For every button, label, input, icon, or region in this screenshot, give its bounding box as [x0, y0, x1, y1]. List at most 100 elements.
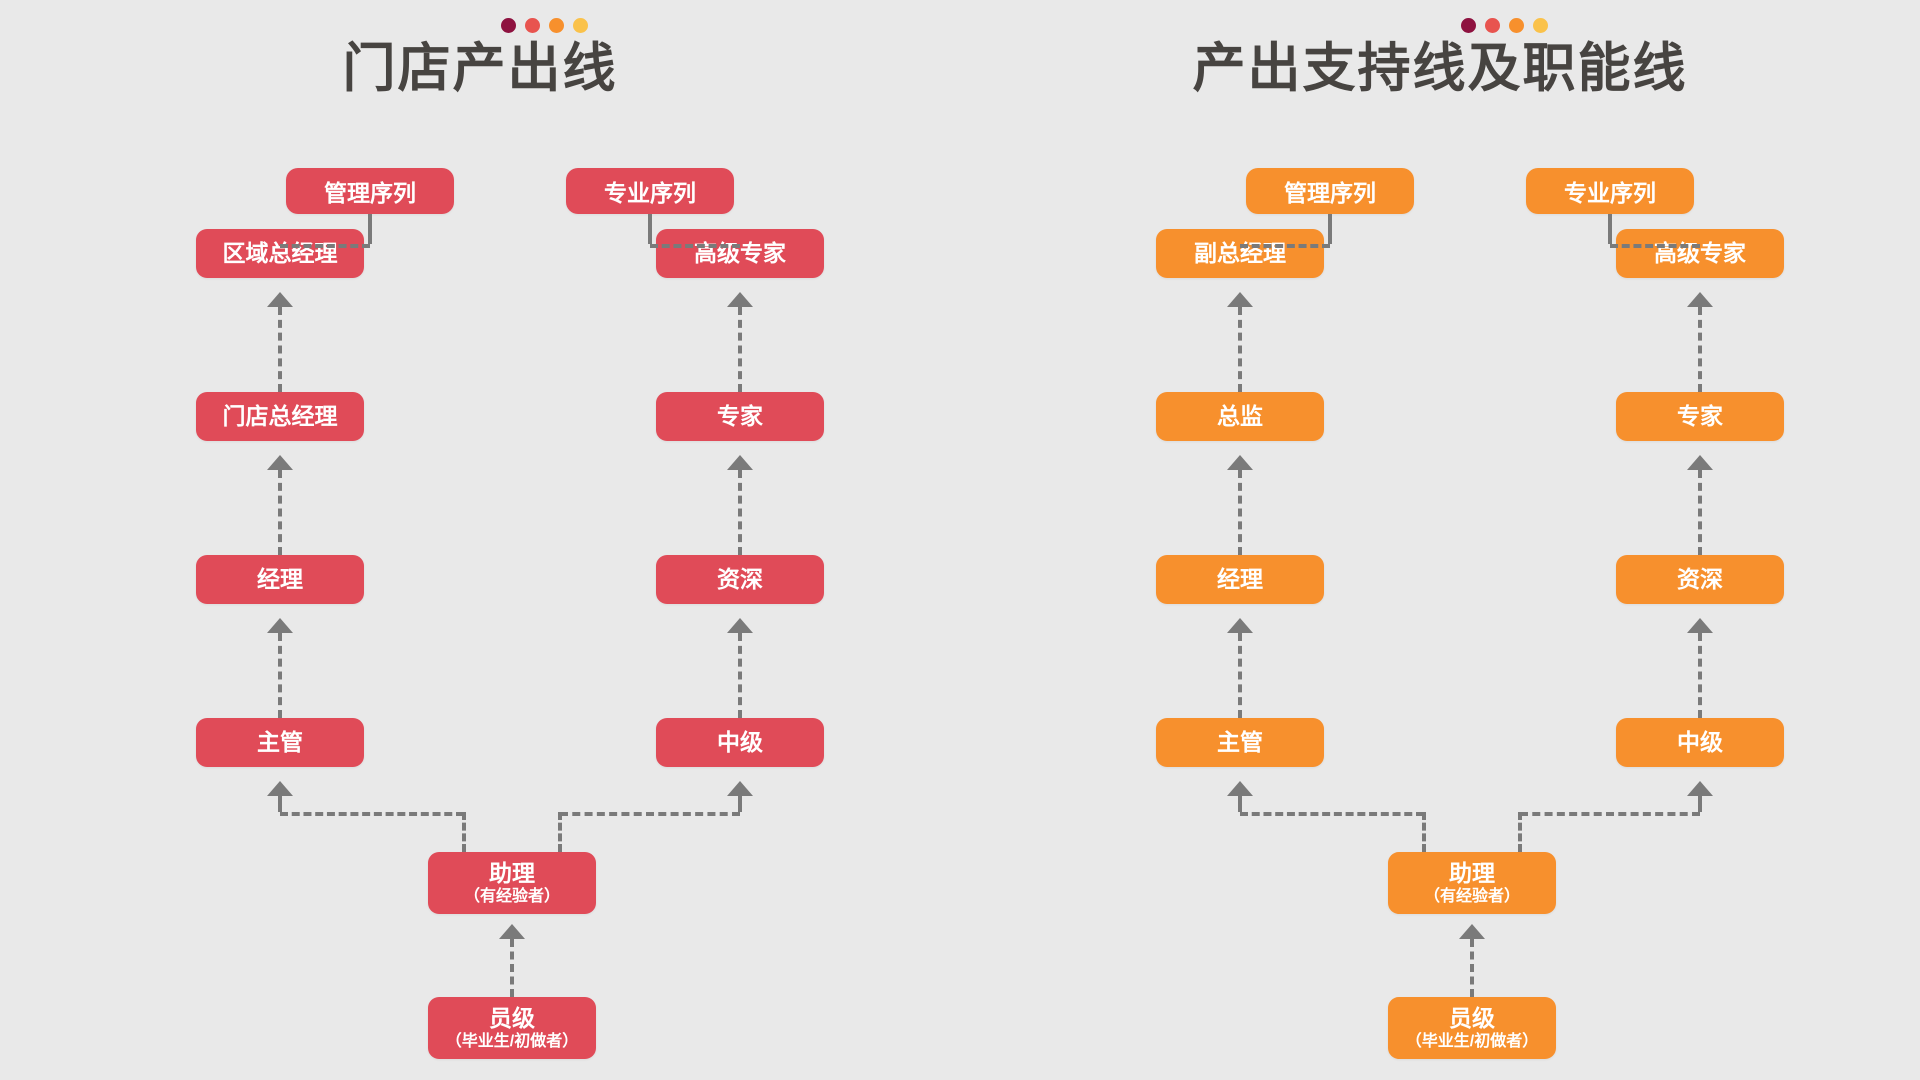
branch-h-professional	[1520, 812, 1700, 816]
arrow-up-management_ladder-2	[267, 618, 293, 633]
node-management_ladder-经理[interactable]: 经理	[1156, 555, 1324, 604]
node-common-员级[interactable]: 员级（毕业生/初做者）	[1388, 997, 1556, 1059]
decorative-dot-2	[524, 18, 540, 33]
connector-management_ladder-0	[1238, 307, 1242, 392]
connector-professional_ladder-1	[1698, 470, 1702, 555]
elbow-h-management	[1240, 244, 1330, 248]
connector-management_ladder-1	[278, 470, 282, 555]
branch-stub-left	[1422, 812, 1426, 852]
connector-management_ladder-2	[1238, 633, 1242, 718]
pill-stub-management	[1328, 214, 1332, 228]
node-professional_ladder-资深[interactable]: 资深	[656, 555, 824, 604]
decorative-dot-4	[1532, 18, 1548, 33]
node-professional_ladder-中级[interactable]: 中级	[656, 718, 824, 767]
node-common-助理[interactable]: 助理（有经验者）	[1388, 852, 1556, 914]
node-management_ladder-副总经理[interactable]: 副总经理	[1156, 229, 1324, 278]
node-sublabel: （有经验者）	[1423, 888, 1520, 906]
connector-management_ladder-0	[278, 307, 282, 392]
arrow-up-professional_ladder-2	[1687, 618, 1713, 633]
elbow-h-professional	[650, 244, 740, 248]
node-label: 助理	[489, 859, 535, 886]
pill-stub-management	[368, 214, 372, 228]
elbow-v-management	[1328, 228, 1332, 244]
node-sublabel: （有经验者）	[463, 888, 560, 906]
arrow-up-management_ladder-3	[1227, 781, 1253, 796]
connector-common	[1470, 939, 1474, 997]
panel-store-output-line: 门店产出线管理序列 专业序列区域总经理门店总经理经理主管 高级专家专家资深中级助理 （…	[0, 18, 960, 1059]
node-professional_ladder-中级[interactable]: 中级	[1616, 718, 1784, 767]
sequence-pill-professional[interactable]: 专业序列	[1526, 168, 1694, 214]
pill-stub-professional	[1608, 214, 1612, 228]
elbow-v-management	[368, 228, 372, 244]
branch-riser-management	[1238, 796, 1242, 812]
title-dots	[500, 18, 588, 33]
node-management_ladder-门店总经理[interactable]: 门店总经理	[196, 392, 364, 441]
sequence-pill-management[interactable]: 管理序列	[286, 168, 454, 214]
arrow-up-professional_ladder-1	[727, 455, 753, 470]
node-management_ladder-经理[interactable]: 经理	[196, 555, 364, 604]
elbow-v-professional	[1608, 228, 1612, 244]
arrow-up-common	[1459, 924, 1485, 939]
connector-professional_ladder-2	[1698, 633, 1702, 718]
arrow-up-professional_ladder-3	[727, 781, 753, 796]
arrow-up-common	[499, 924, 525, 939]
arrow-up-professional_ladder-0	[1687, 292, 1713, 307]
arrow-up-professional_ladder-3	[1687, 781, 1713, 796]
panel-title: 门店产出线	[342, 38, 618, 99]
decorative-dot-2	[1484, 18, 1500, 33]
branch-stub-left	[462, 812, 466, 852]
node-label: 员级	[1449, 1004, 1495, 1031]
node-label: 主管	[1217, 729, 1263, 756]
sequence-pill-management[interactable]: 管理序列	[1246, 168, 1414, 214]
node-label: 主管	[257, 729, 303, 756]
branch-h-professional	[560, 812, 740, 816]
title-dots	[1460, 18, 1548, 33]
connector-management_ladder-2	[278, 633, 282, 718]
pill-stub-professional	[648, 214, 652, 228]
elbow-h-professional	[1610, 244, 1700, 248]
decorative-dot-1	[500, 18, 516, 33]
node-label: 经理	[1217, 566, 1263, 593]
panel-support-and-function-line: 产出支持线及职能线管理序列 专业序列副总经理总监经理主管 高级专家专家资深中级助理（…	[960, 0, 1920, 1080]
connector-professional_ladder-1	[738, 470, 742, 555]
sequence-pill-professional[interactable]: 专业序列	[566, 168, 734, 214]
branch-riser-professional	[738, 796, 742, 812]
arrow-up-professional_ladder-1	[1687, 455, 1713, 470]
node-professional_ladder-专家[interactable]: 专家	[1616, 392, 1784, 441]
connector-professional_ladder-2	[738, 633, 742, 718]
node-label: 员级	[489, 1004, 535, 1031]
panel-header: 门店产出线	[0, 18, 960, 98]
node-common-助理[interactable]: 助理 （有经验者）	[428, 852, 596, 914]
arrow-up-management_ladder-2	[1227, 618, 1253, 633]
node-label: 总监	[1217, 403, 1263, 430]
node-label: 门店总经理	[222, 403, 338, 430]
decorative-dot-1	[1460, 18, 1476, 33]
elbow-h-management	[280, 244, 370, 248]
node-common-员级[interactable]: 员级 （毕业生/初做者）	[428, 997, 596, 1059]
node-sublabel: （毕业生/初做者）	[445, 1033, 579, 1051]
branch-stub-right	[1518, 812, 1522, 852]
decorative-dot-4	[572, 18, 588, 33]
node-label: 中级	[1677, 729, 1723, 756]
node-professional_ladder-专家[interactable]: 专家	[656, 392, 824, 441]
node-label: 资深	[717, 566, 763, 593]
arrow-up-professional_ladder-0	[727, 292, 753, 307]
node-management_ladder-区域总经理[interactable]: 区域总经理	[196, 229, 364, 278]
connector-professional_ladder-0	[738, 307, 742, 392]
panel-header: 产出支持线及职能线	[960, 18, 1920, 98]
node-label: 中级	[717, 729, 763, 756]
node-label: 经理	[257, 566, 303, 593]
node-professional_ladder-高级专家[interactable]: 高级专家	[1616, 229, 1784, 278]
node-professional_ladder-资深[interactable]: 资深	[1616, 555, 1784, 604]
node-management_ladder-主管[interactable]: 主管	[1156, 718, 1324, 767]
node-management_ladder-主管[interactable]: 主管	[196, 718, 364, 767]
arrow-up-management_ladder-1	[267, 455, 293, 470]
node-professional_ladder-高级专家[interactable]: 高级专家	[656, 229, 824, 278]
branch-riser-management	[278, 796, 282, 812]
connector-professional_ladder-0	[1698, 307, 1702, 392]
node-label: 专家	[717, 403, 763, 430]
decorative-dot-3	[1508, 18, 1524, 33]
branch-h-management	[1240, 812, 1424, 816]
node-management_ladder-总监[interactable]: 总监	[1156, 392, 1324, 441]
